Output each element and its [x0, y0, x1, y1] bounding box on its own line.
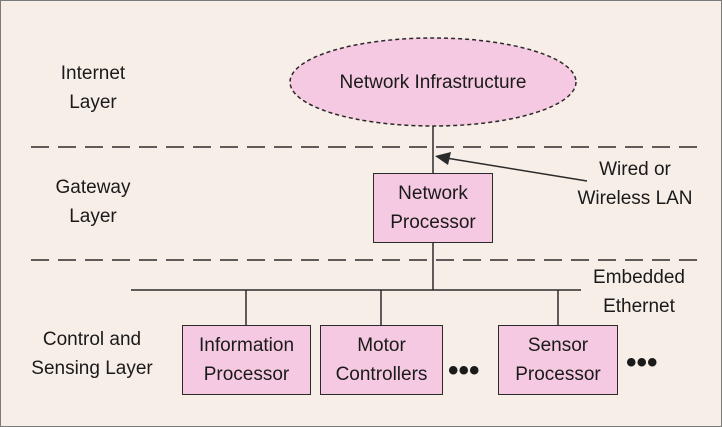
ellipsis-after-motor: ••• — [448, 354, 480, 387]
network-infrastructure-label: Network Infrastructure — [339, 72, 527, 93]
lan-annotation: Wired or Wireless LAN — [577, 159, 693, 209]
information-processor-label: Information Processor — [198, 335, 295, 385]
layer-label-internet: Internet Layer — [60, 63, 126, 113]
lan-arrow-shaft — [445, 157, 588, 182]
information-processor-node: Information Processor — [182, 325, 311, 395]
layer-label-gateway: Gateway Layer — [55, 177, 131, 227]
motor-controllers-node: Motor Controllers — [320, 325, 443, 395]
sensor-processor-label: Sensor Processor — [515, 335, 601, 385]
motor-controllers-label: Motor Controllers — [335, 335, 428, 385]
sensor-processor-node: Sensor Processor — [498, 325, 618, 395]
ellipsis-after-sensor: ••• — [626, 346, 658, 379]
network-processor-label: Network Processor — [390, 183, 476, 233]
ethernet-annotation: Embedded Ethernet — [593, 267, 685, 317]
layer-label-control: Control and Sensing Layer — [31, 329, 153, 379]
lan-arrow-head — [435, 152, 451, 165]
network-processor-node: Network Processor — [373, 173, 493, 243]
